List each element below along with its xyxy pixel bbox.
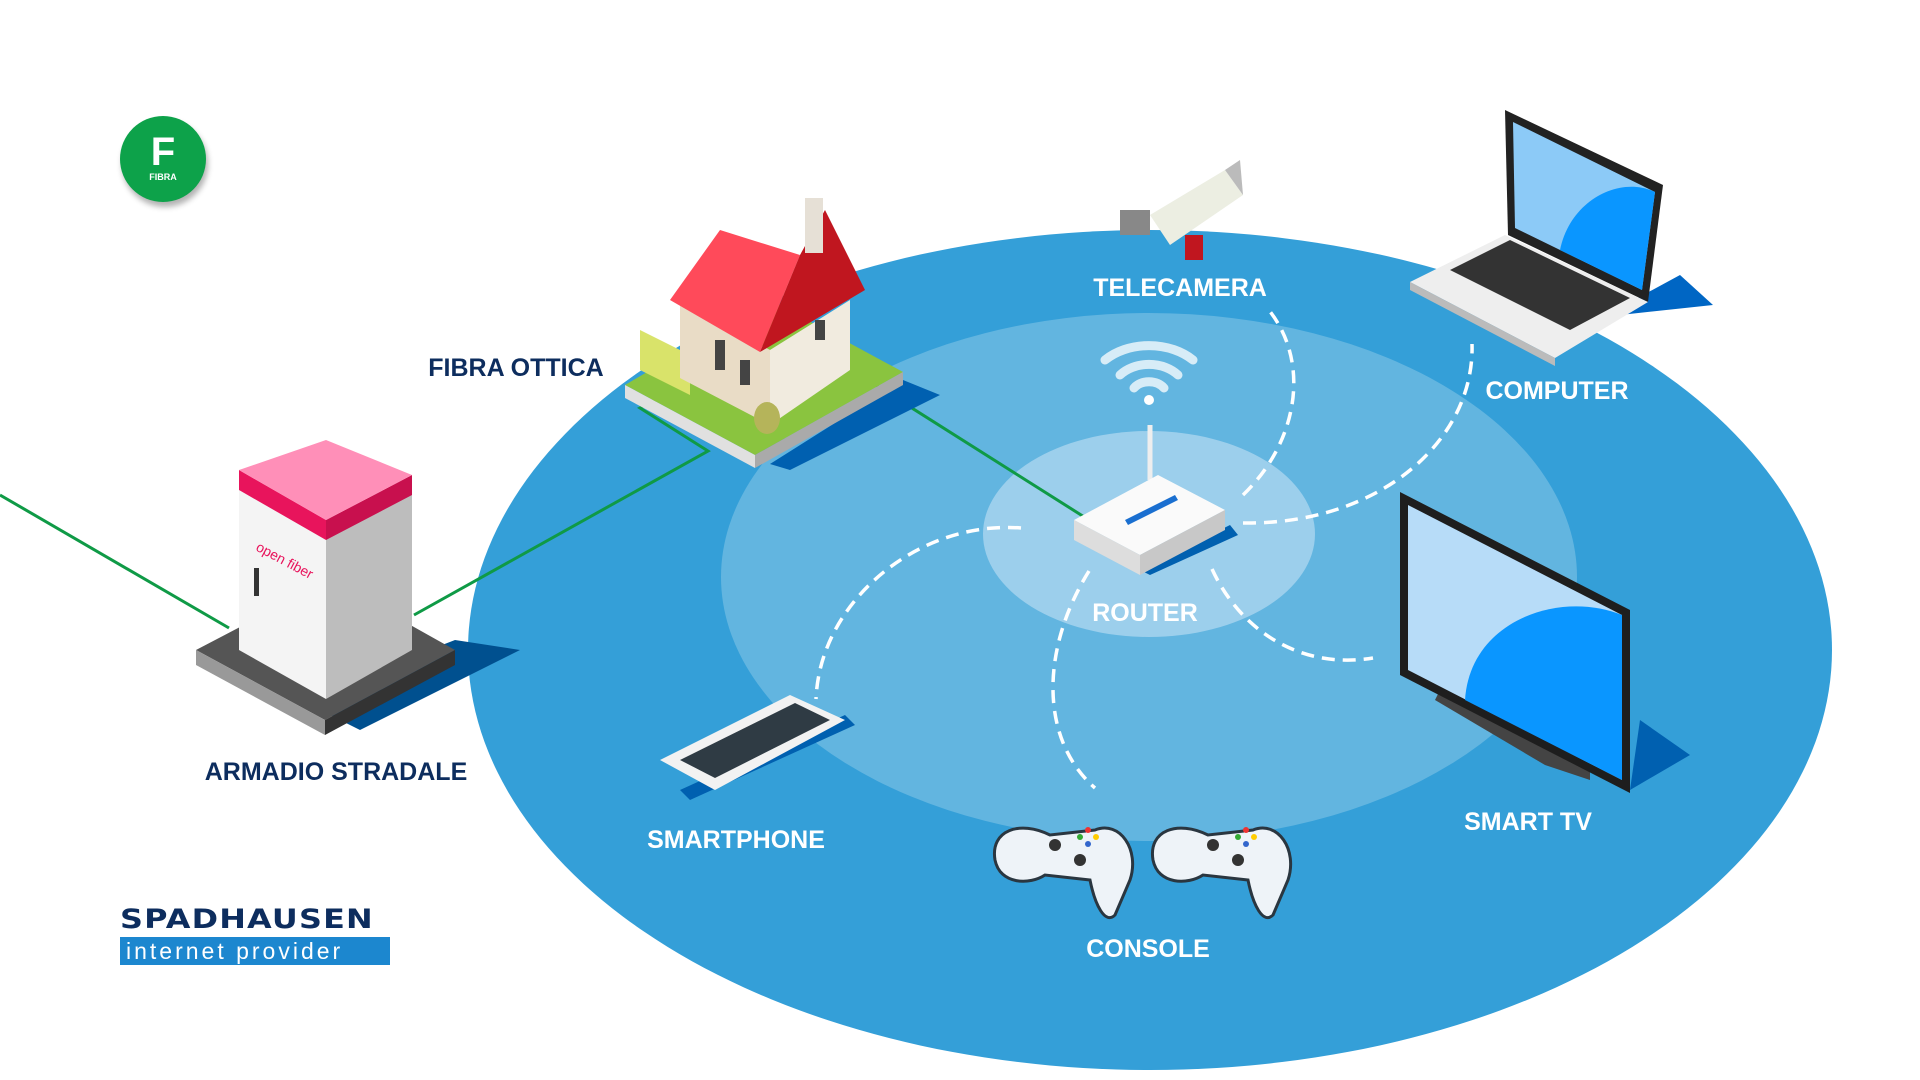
label-router: ROUTER bbox=[1092, 599, 1198, 627]
game-controller-icon bbox=[993, 826, 1135, 919]
label-smartphone: SMARTPHONE bbox=[647, 826, 825, 854]
badge-letter: F bbox=[150, 130, 176, 174]
wifi-icon bbox=[1100, 341, 1198, 405]
logo-tagline: internet provider bbox=[120, 937, 390, 965]
link-console bbox=[1051, 570, 1097, 790]
label-fibra-ottica: FIBRA OTTICA bbox=[428, 354, 603, 382]
laptop-icon bbox=[1410, 110, 1713, 366]
link-smartphone bbox=[814, 525, 1022, 700]
label-telecamera: TELECAMERA bbox=[1093, 274, 1267, 302]
label-smart-tv: SMART TV bbox=[1464, 808, 1592, 836]
security-camera-icon bbox=[1120, 160, 1243, 260]
spadhausen-logo: SPADHAUSEN internet provider bbox=[120, 905, 390, 965]
fibra-badge: F FIBRA bbox=[120, 116, 206, 202]
smartphone-icon bbox=[660, 695, 855, 800]
label-computer: COMPUTER bbox=[1485, 377, 1628, 405]
game-controller-icon bbox=[1151, 826, 1293, 919]
fiber-line-street bbox=[0, 493, 230, 630]
label-console: CONSOLE bbox=[1086, 935, 1210, 963]
logo-name: SPADHAUSEN bbox=[120, 904, 374, 935]
badge-caption: FIBRA bbox=[149, 172, 177, 182]
link-telecamera bbox=[1241, 307, 1296, 497]
street-cabinet-icon: open fiber bbox=[196, 440, 520, 735]
label-armadio-stradale: ARMADIO STRADALE bbox=[205, 758, 468, 786]
link-smart-tv bbox=[1210, 568, 1374, 662]
smart-tv-icon bbox=[1400, 492, 1690, 793]
link-computer bbox=[1242, 343, 1474, 525]
router-icon bbox=[1074, 425, 1238, 575]
house-icon bbox=[625, 198, 940, 470]
